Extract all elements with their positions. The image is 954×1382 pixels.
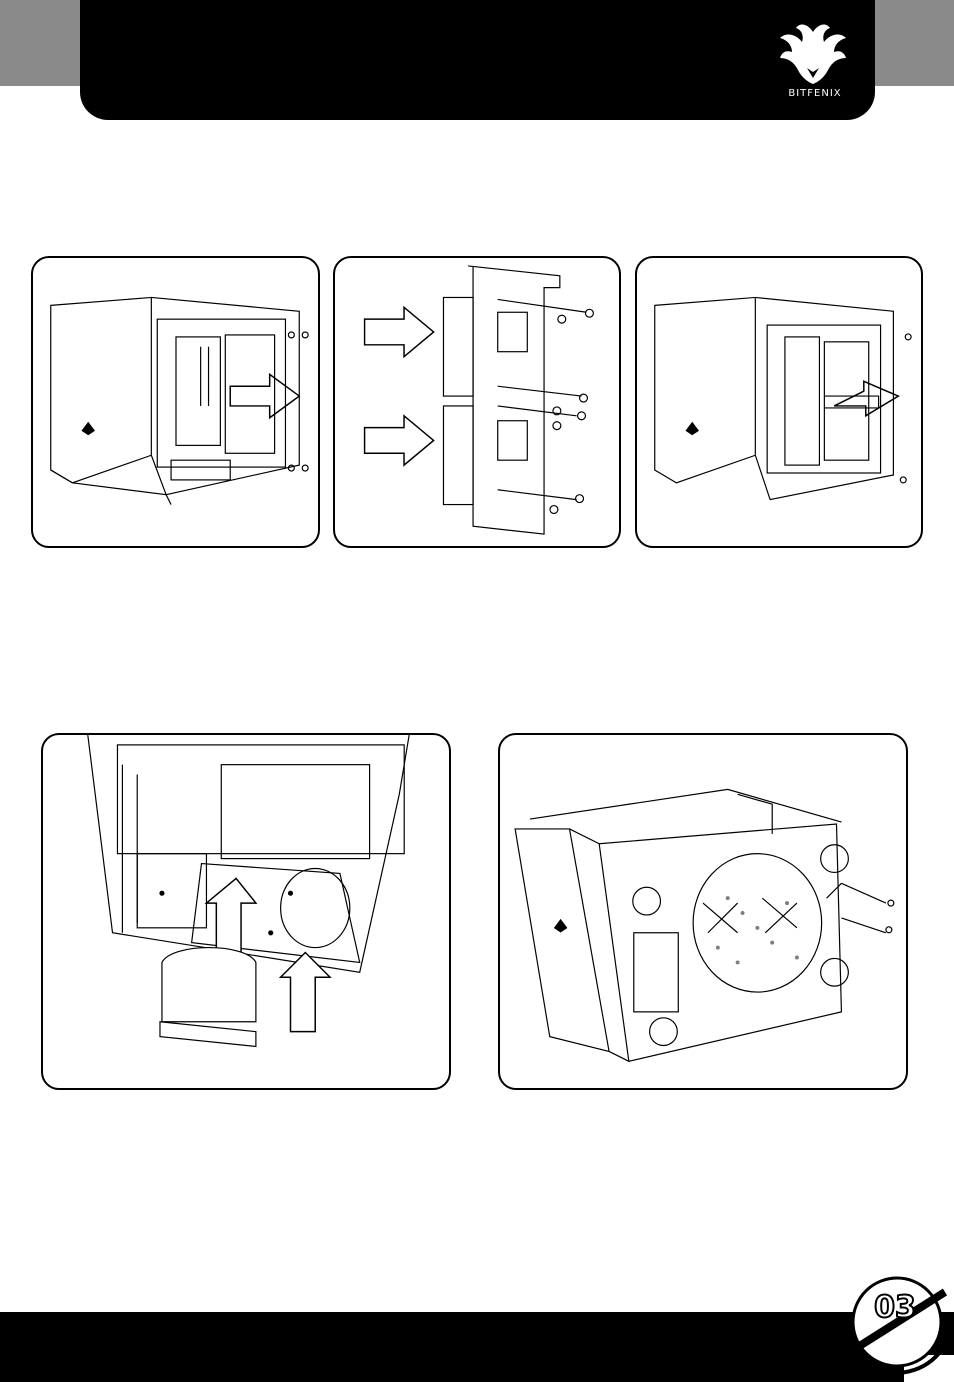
page-number-badge: 03 bbox=[845, 1272, 950, 1382]
figure-case-bottom bbox=[498, 733, 908, 1090]
page-number: 03 bbox=[867, 1290, 923, 1325]
page-number-circle-icon bbox=[845, 1272, 950, 1382]
hdd-cage-install-illustration bbox=[637, 258, 921, 546]
figure-hdd-bottom-mount bbox=[41, 733, 451, 1090]
case-side-panel-removal-illustration bbox=[33, 258, 318, 546]
figure-case-side-panel bbox=[31, 256, 320, 548]
page-header bbox=[80, 0, 875, 120]
hdd-cage-bracket-screws-illustration bbox=[335, 258, 619, 546]
case-bottom-fan-screws-illustration bbox=[500, 735, 906, 1088]
hdd-bottom-mount-illustration bbox=[43, 735, 449, 1088]
bitfenix-phoenix-logo-icon bbox=[778, 22, 848, 86]
brand-logo-text: BITFENIX bbox=[780, 88, 850, 99]
left-side-tab bbox=[0, 0, 80, 86]
right-side-tab bbox=[875, 0, 954, 86]
figure-hdd-cage-install bbox=[635, 256, 923, 548]
page-footer bbox=[0, 1312, 954, 1382]
figure-hdd-bracket bbox=[333, 256, 621, 548]
